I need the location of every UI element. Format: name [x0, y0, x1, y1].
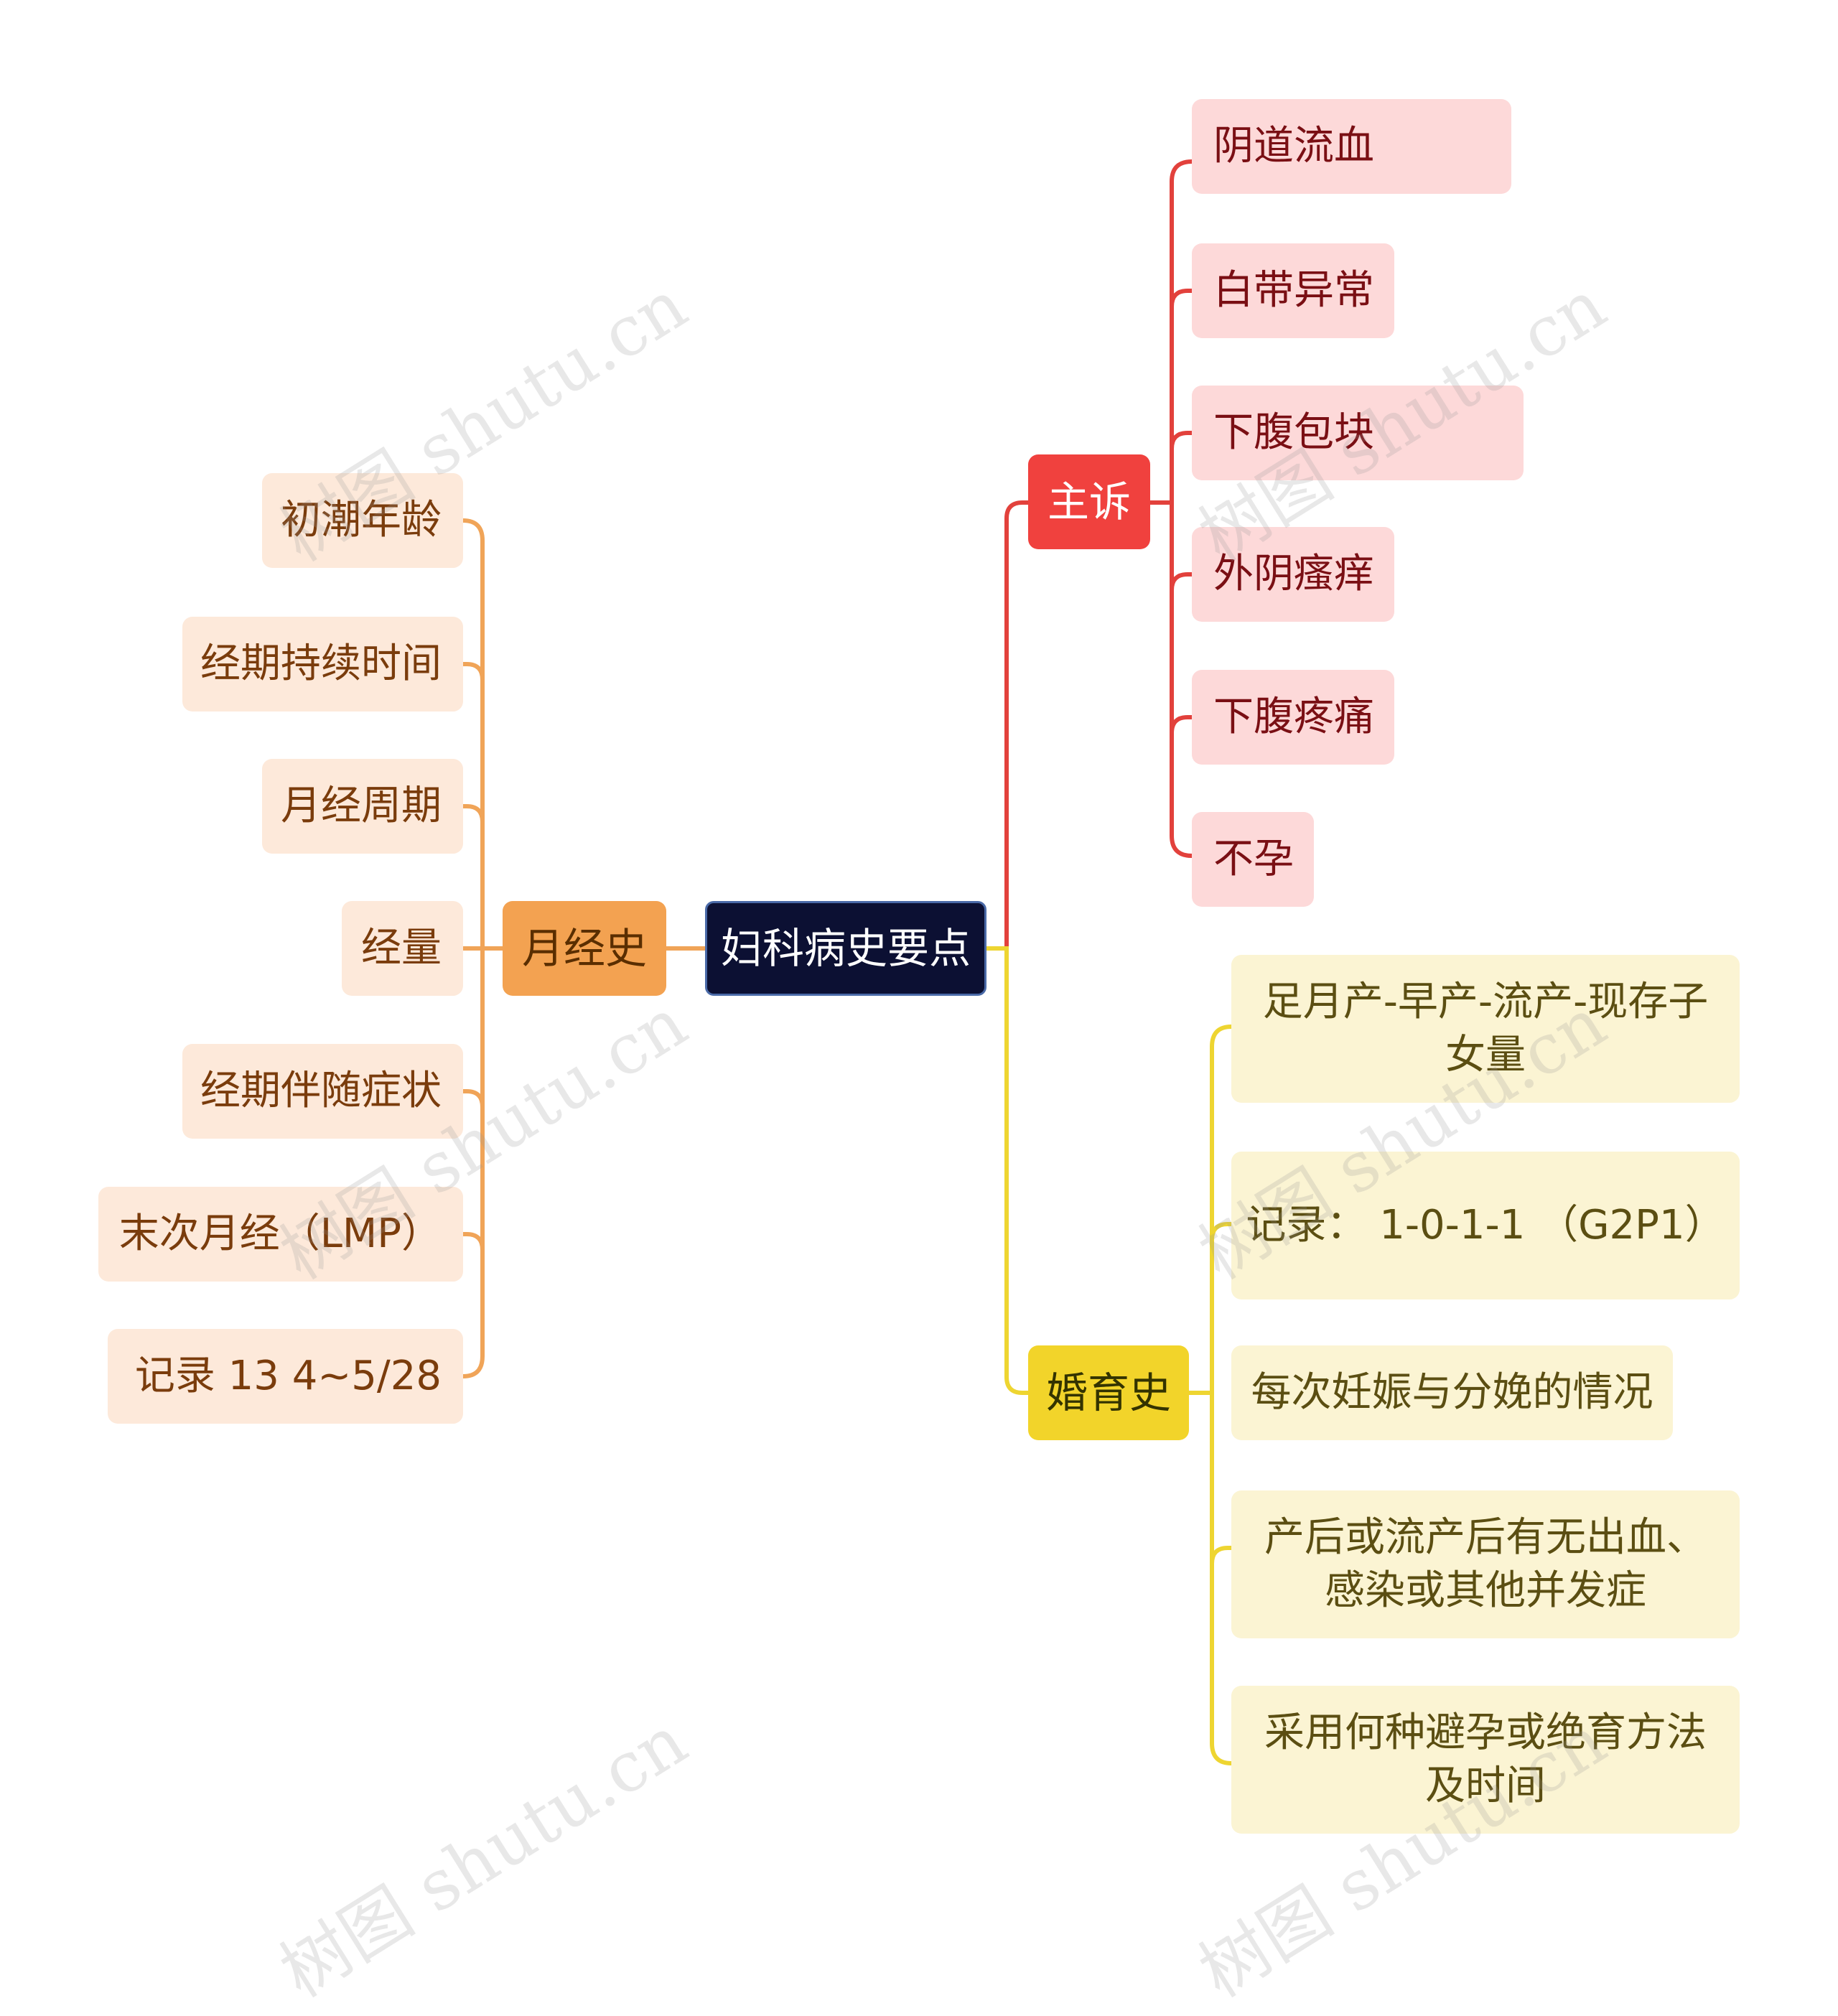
links-menstrual — [462, 518, 503, 1378]
topic-menarche-age[interactable]: 初潮年龄 — [262, 473, 463, 568]
topic-pregnancy-counts[interactable]: 足月产-早产-流产-现存子女量 — [1231, 955, 1740, 1103]
topic-infertility[interactable]: 不孕 — [1192, 812, 1314, 907]
topic-each-pregnancy[interactable]: 每次妊娠与分娩的情况 — [1231, 1345, 1673, 1440]
links-chief-complaint — [1150, 159, 1193, 858]
link-root-chief-complaint — [986, 500, 1028, 951]
branch-marital-reproductive[interactable]: 婚育史 — [1028, 1345, 1189, 1440]
links-marital — [1189, 1025, 1232, 1765]
topic-accompanying-symptoms[interactable]: 经期伴随症状 — [182, 1044, 463, 1139]
topic-contraception[interactable]: 采用何种避孕或绝育方法及时间 — [1231, 1686, 1740, 1834]
topic-period-duration[interactable]: 经期持续时间 — [182, 617, 463, 711]
root-topic[interactable]: 妇科病史要点 — [705, 901, 986, 996]
topic-volume[interactable]: 经量 — [342, 901, 463, 996]
topic-record-cycle[interactable]: 记录 13 4~5/28 — [108, 1329, 463, 1424]
topic-abnormal-discharge[interactable]: 白带异常 — [1192, 243, 1394, 338]
topic-cycle[interactable]: 月经周期 — [262, 759, 463, 854]
topic-lower-abdominal-pain[interactable]: 下腹疼痛 — [1192, 670, 1394, 765]
topic-vaginal-bleeding[interactable]: 阴道流血 — [1192, 99, 1511, 194]
topic-lmp[interactable]: 末次月经（LMP） — [98, 1187, 463, 1282]
connector-lines — [462, 159, 1232, 1765]
branch-chief-complaint[interactable]: 主诉 — [1028, 454, 1150, 549]
topic-record-gp[interactable]: 记录： 1-0-1-1 （G2P1） — [1231, 1152, 1740, 1299]
link-root-marital — [986, 946, 1028, 1395]
topic-postpartum-complications[interactable]: 产后或流产后有无出血、感染或其他并发症 — [1231, 1490, 1740, 1638]
topic-lower-abdominal-mass[interactable]: 下腹包块 — [1192, 386, 1524, 480]
topic-vulvar-itching[interactable]: 外阴瘙痒 — [1192, 527, 1394, 622]
branch-menstrual-history[interactable]: 月经史 — [503, 901, 666, 996]
